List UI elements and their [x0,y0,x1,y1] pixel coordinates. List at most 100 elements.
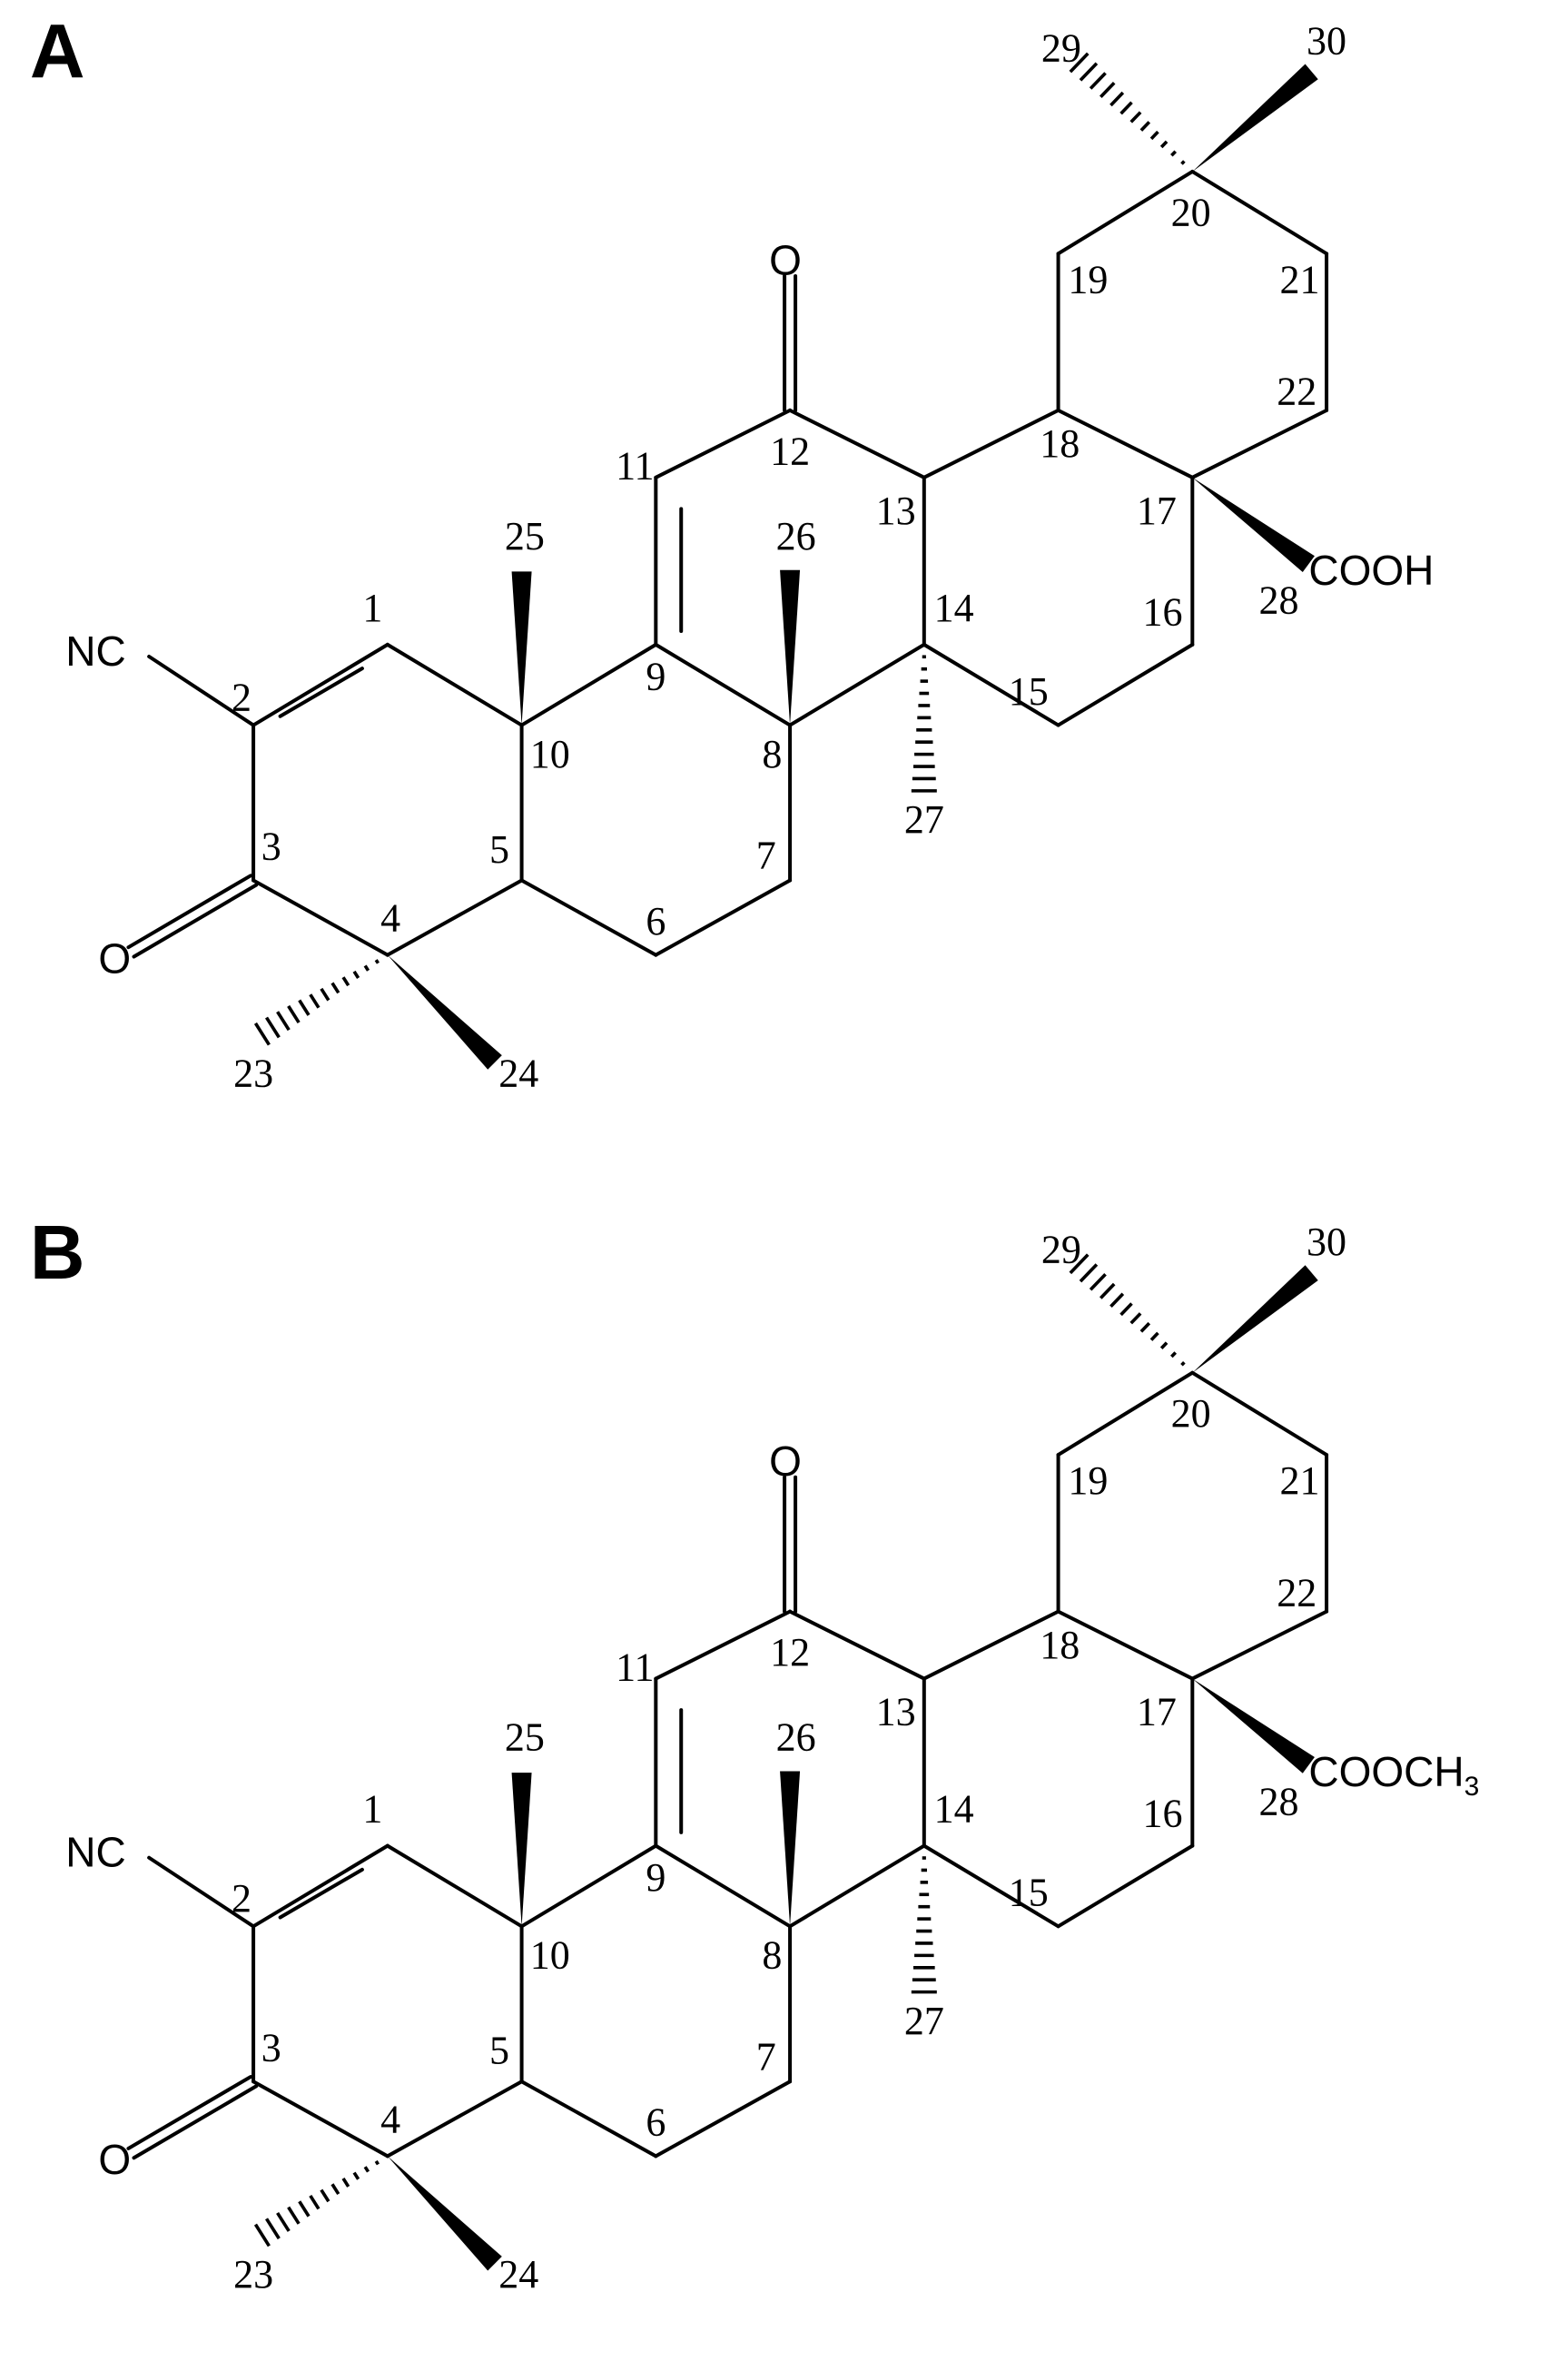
ketone-oxygen-12: O [769,1437,802,1485]
nitrile-label: NC [65,1829,125,1876]
bond-c5-c6 [519,878,658,957]
bond-c3-c4 [251,2080,390,2159]
carbon-number-21: 21 [1280,257,1320,301]
bond-c6-c7 [654,878,793,957]
carbon-number-20: 20 [1171,190,1211,234]
carbon-number-8: 8 [762,732,782,776]
carbon-number-22: 22 [1277,1570,1317,1615]
carbon-number-30: 30 [1307,18,1346,63]
bond-c16-c15 [1056,642,1195,727]
double-bond-c3-o3 [126,2075,253,2150]
panel-label: B [30,1210,85,1295]
double-bond-c1-c2-inner [278,667,364,718]
wedge-bond-c4-m24 [387,954,502,1070]
carbon-number-27: 27 [904,797,944,842]
carbon-number-29: 29 [1041,1227,1081,1271]
bond-c12-c13 [788,408,926,479]
carbon-number-19: 19 [1068,257,1108,301]
carbon-number-2: 2 [232,675,251,719]
carbon-number-13: 13 [876,489,916,533]
carbon-number-18: 18 [1040,421,1080,466]
hashed-bond-c14-m27 [911,655,937,793]
double-bond-c3-o3 [126,874,253,950]
bond-c20-c21 [1190,169,1329,256]
bond-c11-c12 [654,1609,793,1681]
carbon-number-1: 1 [362,586,382,630]
ketone-oxygen-12: O [769,236,802,283]
bond-c4-c5 [385,2080,524,2159]
bond-c3-c4 [251,878,390,957]
carbon-number-26: 26 [776,514,816,558]
carbon-number-17: 17 [1137,1690,1177,1734]
carbon-number-23: 23 [233,2252,273,2297]
bond-c12-c13 [788,1609,926,1681]
carbon-number-3: 3 [261,825,281,869]
carbon-number-24: 24 [498,2252,538,2297]
bond-c14-c8 [788,1843,926,1929]
panel-label: A [30,8,85,94]
bond-c20-c21 [1190,1370,1329,1457]
bond-c10-c1 [385,642,524,727]
carbon-number-1: 1 [362,1787,382,1832]
wedge-bond-c4-m24 [387,2156,502,2271]
carbon-number-7: 7 [756,2034,776,2079]
carbon-number-10: 10 [530,732,570,776]
carbon-number-9: 9 [646,654,666,698]
carbon-number-5: 5 [489,827,509,872]
carbon-number-5: 5 [489,2029,509,2073]
carbon-number-10: 10 [530,1933,570,1978]
bond-c10-c1 [385,1843,524,1929]
bond-c22-c17 [1190,1609,1329,1681]
bond-c15-c14 [922,642,1060,727]
carbon-number-20: 20 [1171,1391,1211,1436]
double-bond-c3-o3-second [132,883,259,959]
carbon-number-3: 3 [261,2025,281,2070]
carbon-number-15: 15 [1009,669,1049,714]
bond-c13-c18 [922,1609,1060,1681]
wedge-bond-c20-m30 [1192,64,1318,172]
carbon-number-14: 14 [934,586,974,630]
carboxyl-group: COOH [1308,547,1434,594]
wedge-bond-c10-m25 [511,1773,532,1927]
wedge-bond-c17-subAttach [1192,477,1315,572]
carbon-number-9: 9 [646,1855,666,1900]
carbon-number-11: 11 [616,1645,654,1689]
bond-c5-c6 [519,2080,658,2159]
bond-c18-c17 [1056,1609,1195,1681]
carbon-number-21: 21 [1280,1458,1320,1503]
carbon-number-25: 25 [505,514,545,558]
carbon-number-15: 15 [1009,1871,1049,1915]
carbon-number-6: 6 [646,2100,666,2145]
bond-c6-c7 [654,2080,793,2159]
carbon-number-2: 2 [232,1876,251,1921]
carbon-number-12: 12 [770,1630,810,1675]
wedge-bond-c20-m30 [1192,1265,1318,1373]
carbon-number-8: 8 [762,1933,782,1978]
carbon-number-12: 12 [770,429,810,473]
carbon-number-13: 13 [876,1690,916,1734]
bond-c9-c10 [519,642,658,727]
bond-c14-c8 [788,642,926,727]
carbon-number-25: 25 [505,1715,545,1760]
carbon-number-17: 17 [1137,489,1177,533]
carbon-number-19: 19 [1068,1458,1108,1503]
carbon-number-16: 16 [1142,590,1182,635]
bond-c19-c20 [1056,1370,1195,1457]
double-bond-c1-c2 [251,642,390,727]
double-bond-c1-c2 [251,1843,390,1929]
carbon-number-4: 4 [380,896,400,941]
carbon-number-28: 28 [1259,578,1299,623]
carbon-number-23: 23 [233,1051,273,1095]
carbon-number-29: 29 [1041,26,1081,71]
carbon-number-30: 30 [1307,1220,1346,1264]
carbon-number-16: 16 [1142,1791,1182,1835]
bond-c9-c10 [519,1843,658,1929]
double-bond-c1-c2-inner [278,1867,364,1920]
hashed-bond-c14-m27 [911,1856,937,1994]
carbon-number-24: 24 [498,1051,538,1095]
bond-c16-c15 [1056,1843,1195,1929]
